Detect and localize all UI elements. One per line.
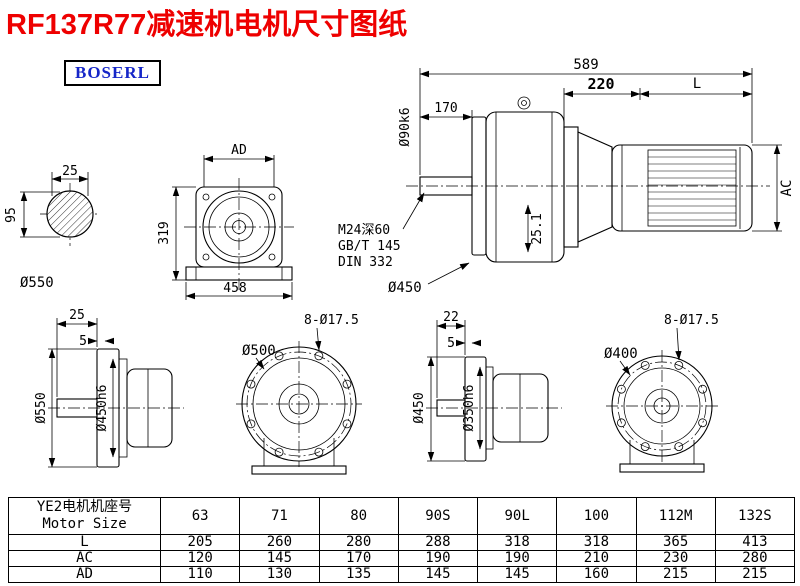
dim-label-holes-small: 8-Ø17.5	[664, 313, 719, 328]
dim-label-shaft-height: 95	[4, 207, 19, 223]
view-flange-face-small: Ø400 8-Ø17.5	[604, 313, 719, 473]
size-col-80: 80	[318, 497, 399, 535]
bolt-circle-small	[617, 361, 707, 451]
bolt-circle	[246, 351, 352, 457]
dim-label-L: L	[693, 76, 701, 92]
table-row-L: L 205 260 280 288 318 318 365 413	[8, 534, 796, 551]
cell-L-90l: 318	[476, 534, 558, 551]
flange-stand-small	[619, 463, 705, 473]
adapter-bell	[577, 131, 613, 243]
dim-label-220: 220	[587, 75, 614, 93]
cell-L-63: 205	[159, 534, 241, 551]
note-thread: M24深60	[338, 223, 390, 238]
flange-outer-circle	[241, 346, 357, 462]
cell-AD-90l: 145	[476, 566, 558, 583]
dim-label-holes-large: 8-Ø17.5	[304, 313, 359, 328]
size-col-63: 63	[159, 497, 241, 535]
view-assembly-side: 589 220 L 170 Ø90k6 M24深60 GB/T 145 DIN …	[338, 57, 795, 296]
dim-label-22: 22	[443, 310, 459, 325]
cell-AC-112m: 230	[635, 550, 716, 567]
view-shaft-end: 25 95 Ø550	[4, 164, 100, 291]
cell-AD-112m: 215	[635, 566, 716, 583]
adapter-flange	[563, 126, 579, 248]
cell-L-90s: 288	[397, 534, 479, 551]
dim-label-458: 458	[223, 281, 246, 296]
row-label-L: L	[8, 534, 161, 551]
dim-label-5-small: 5	[447, 336, 455, 351]
row-label-AC: AC	[8, 550, 161, 567]
cell-AC-80: 170	[318, 550, 399, 567]
dim-label-ac: AC	[779, 180, 795, 197]
flange-outer-circle-small	[611, 355, 713, 457]
size-col-132s: 132S	[714, 497, 796, 535]
dim-label-5: 5	[79, 334, 87, 349]
size-col-90s: 90S	[397, 497, 479, 535]
cell-L-80: 280	[318, 534, 399, 551]
dim-label-flange-od-550: Ø550	[34, 392, 49, 423]
dim-label-shaft-dia: Ø90k6	[398, 107, 413, 146]
gear-body-rear-small	[492, 373, 549, 443]
gear-body-rear	[126, 368, 173, 448]
cell-AD-71: 130	[239, 566, 320, 583]
cell-L-71: 260	[239, 534, 320, 551]
dim-label-589: 589	[573, 57, 598, 73]
cell-L-100: 318	[556, 534, 637, 551]
table-row-AD: AD 110 130 135 145 145 160 215 215	[8, 566, 796, 583]
dim-label-spigot-350h6: Ø350h6	[462, 385, 477, 432]
view-flange-face-large: Ø500 8-Ø17.5	[236, 313, 362, 475]
page-title: RF137R77减速机电机尺寸图纸	[6, 9, 408, 41]
note-gbt145: GB/T 145	[338, 239, 401, 254]
dim-label-ad: AD	[231, 143, 247, 158]
shaft-section-circle	[46, 190, 94, 238]
dim-label-shaft-width: 25	[62, 164, 78, 179]
cell-AD-132s: 215	[714, 566, 796, 583]
motor-size-header: YE2电机机座号 Motor Size	[8, 497, 161, 535]
cell-L-112m: 365	[635, 534, 716, 551]
dim-label-bolt-circle-500: Ø500	[242, 343, 276, 359]
size-col-90l: 90L	[476, 497, 558, 535]
dimension-table: YE2电机机座号 Motor Size 63 71 80 90S 90L 100…	[8, 497, 796, 583]
row-label-AD: AD	[8, 566, 161, 583]
size-col-112m: 112M	[635, 497, 716, 535]
table-row-AC: AC 120 145 170 190 190 210 230 280	[8, 550, 796, 567]
dim-label-flange-450: Ø450	[388, 280, 422, 296]
cell-AD-80: 135	[318, 566, 399, 583]
cell-AD-63: 110	[159, 566, 241, 583]
dimension-table-wrap: YE2电机机座号 Motor Size 63 71 80 90S 90L 100…	[8, 497, 796, 583]
motor-fins	[647, 149, 737, 227]
cell-AC-71: 145	[239, 550, 320, 567]
gearbox-base	[185, 266, 293, 281]
cell-AC-63: 120	[159, 550, 241, 567]
dim-label-25: 25	[69, 308, 85, 323]
dim-label-170: 170	[434, 101, 457, 116]
brand-logo: BOSERL	[64, 60, 161, 86]
cell-AC-132s: 280	[714, 550, 796, 567]
dim-label-spigot-450h6: Ø450h6	[95, 385, 110, 432]
cell-L-132s: 413	[714, 534, 796, 551]
cell-AC-100: 210	[556, 550, 637, 567]
dim-label-25-1: 25.1	[530, 213, 545, 244]
flange-stand	[251, 465, 347, 475]
note-din332: DIN 332	[338, 255, 393, 270]
dim-label-bolt-circle-400: Ø400	[604, 346, 638, 362]
dim-label-flange-od-450: Ø450	[412, 392, 427, 423]
size-col-100: 100	[556, 497, 637, 535]
table-header-row: YE2电机机座号 Motor Size 63 71 80 90S 90L 100…	[8, 497, 796, 535]
cell-AD-90s: 145	[397, 566, 479, 583]
view-flange-side-small: 22 5 Ø450 Ø350h6	[412, 310, 562, 462]
motor-size-header-en: Motor Size	[42, 516, 127, 532]
size-col-71: 71	[239, 497, 320, 535]
motor-body	[611, 144, 753, 232]
eyebolt	[517, 96, 531, 110]
cell-AD-100: 160	[556, 566, 637, 583]
cell-AC-90s: 190	[397, 550, 479, 567]
dim-label-shaft-od: Ø550	[20, 275, 54, 291]
motor-size-header-cn: YE2电机机座号	[36, 498, 133, 515]
technical-drawing: 25 95 Ø550 AD 319 458	[4, 57, 795, 475]
dim-label-319: 319	[157, 221, 172, 244]
cell-AC-90l: 190	[476, 550, 558, 567]
view-flange-side-large: 25 5 Ø550 Ø450h6	[34, 308, 184, 468]
view-gearbox-front: AD 319 458	[157, 143, 294, 300]
